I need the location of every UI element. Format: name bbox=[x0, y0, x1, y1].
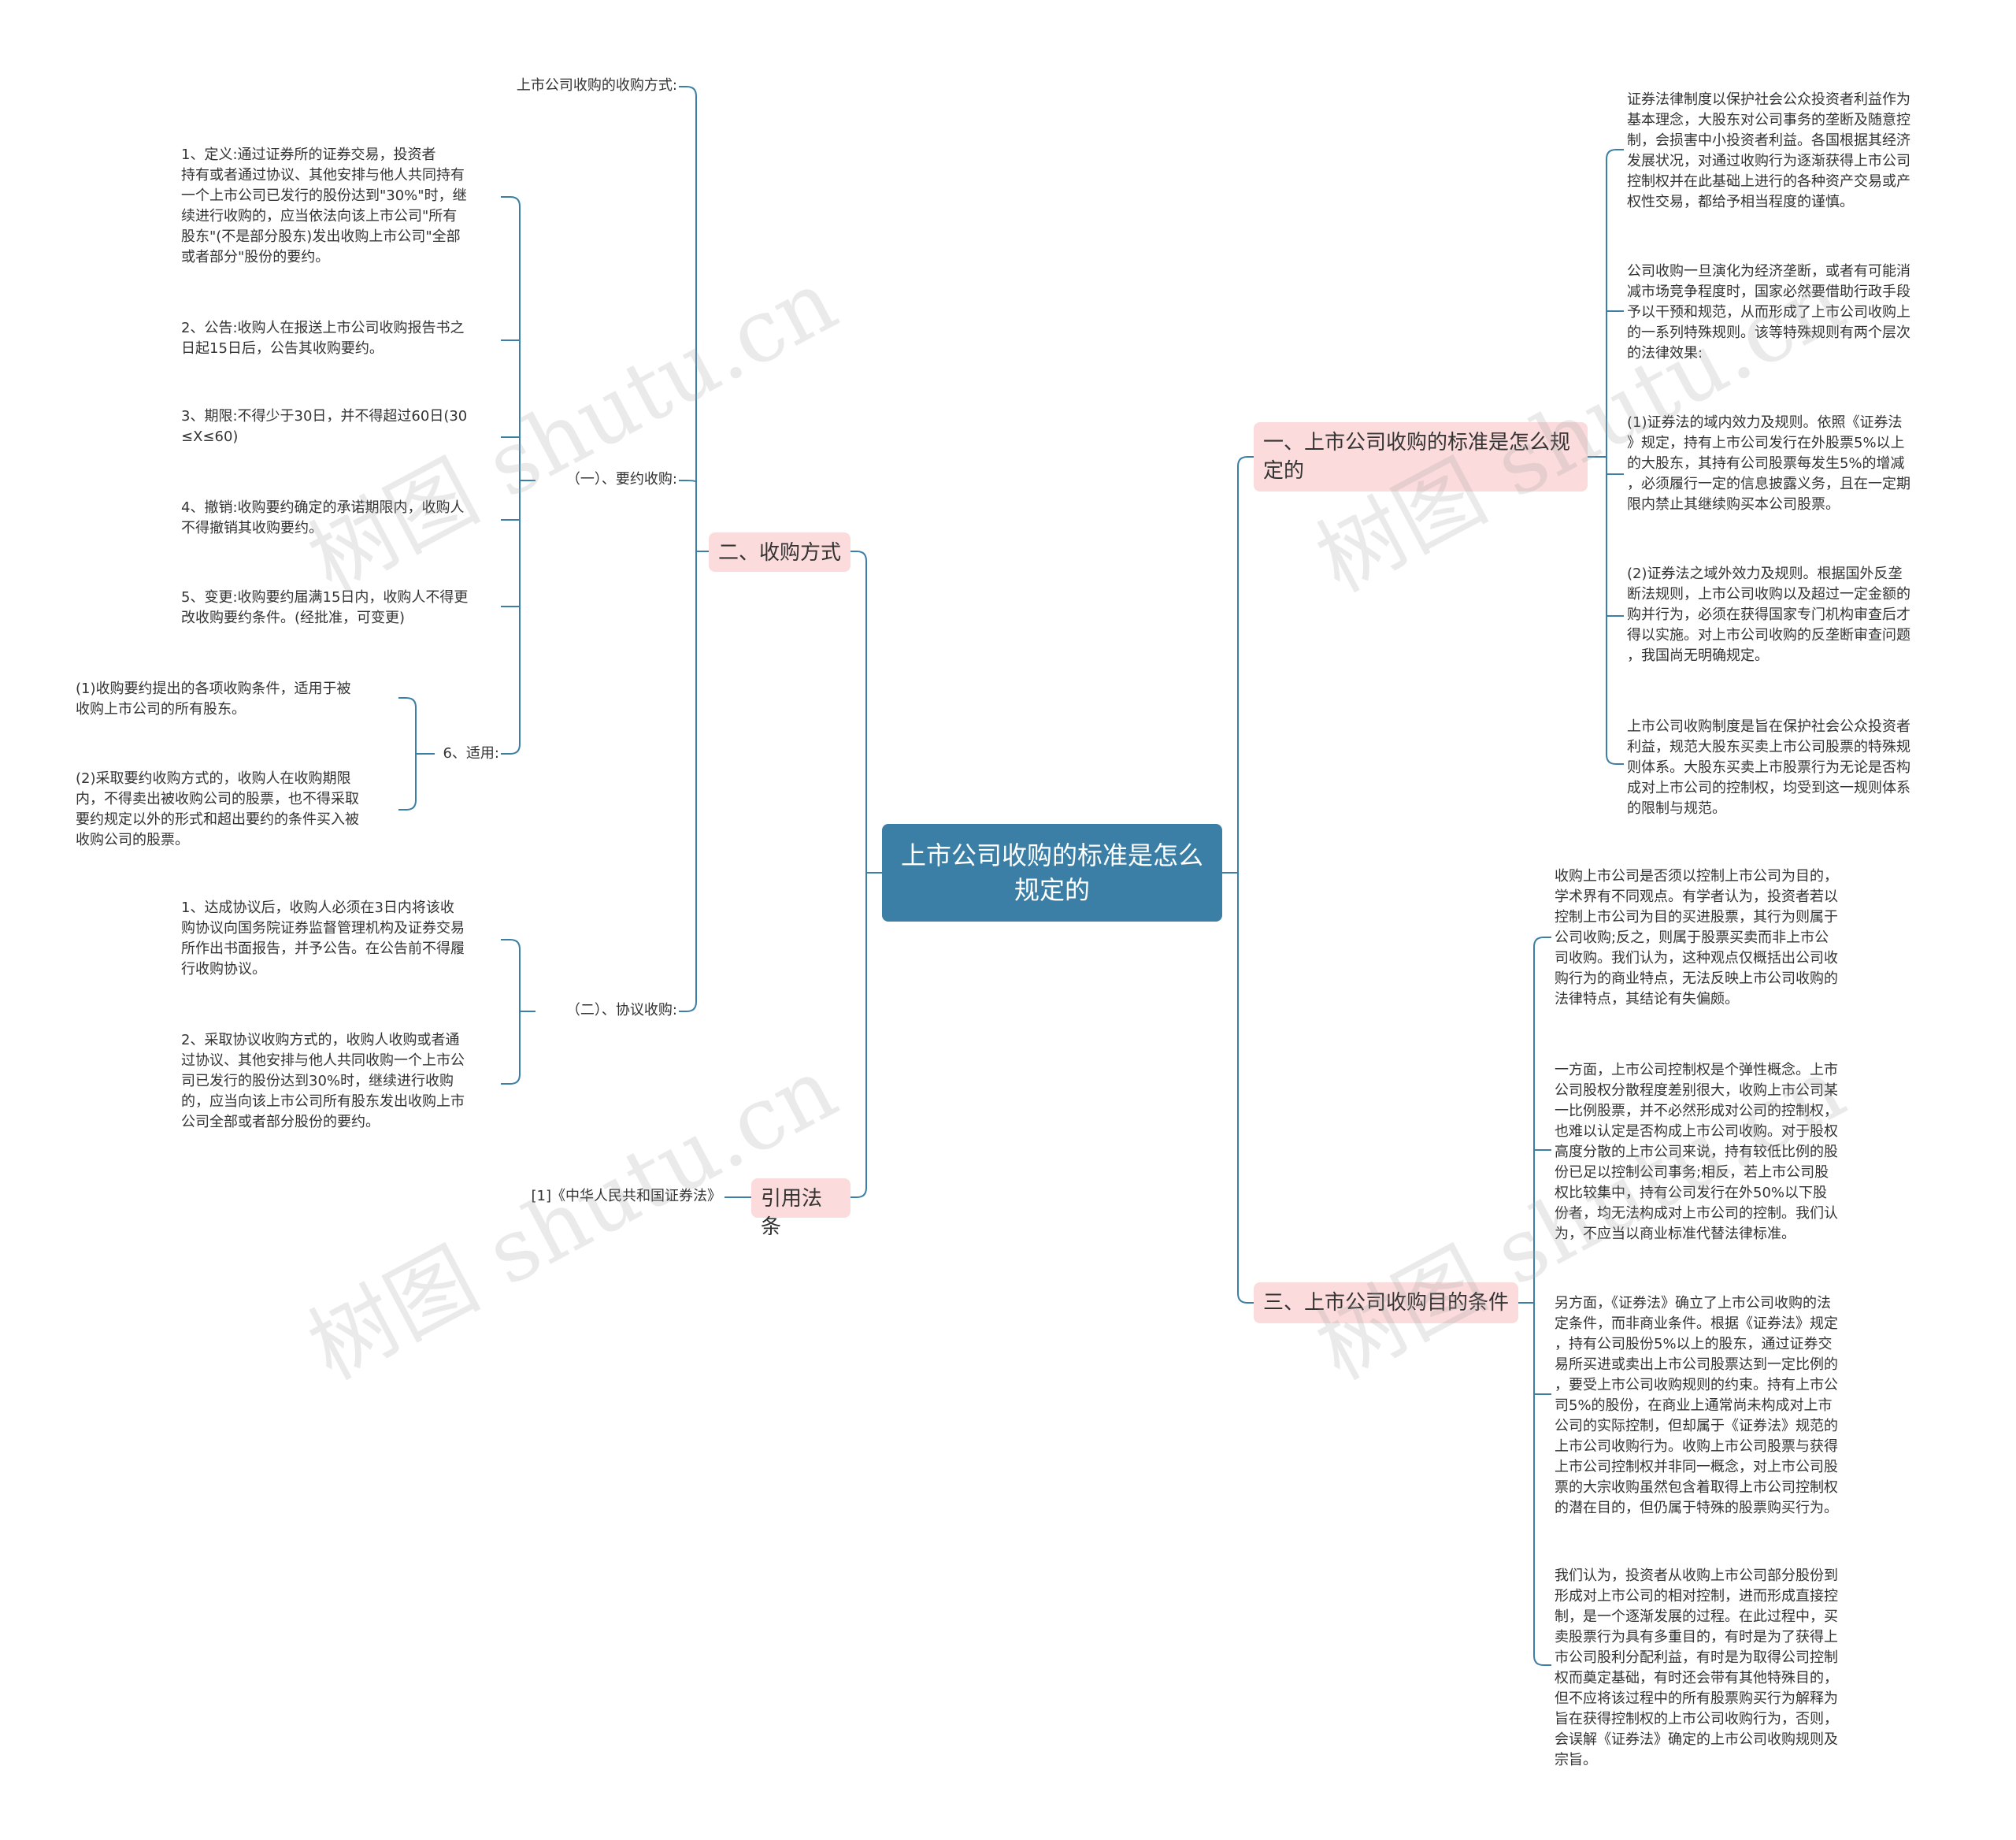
offer-item-change: 5、变更:收购要约届满15日内，收购人不得更 改收购要约条件。(经批准，可变更) bbox=[181, 589, 469, 626]
offer-item-revocation: 4、撤销:收购要约确定的承诺期限内，收购人 不得撤销其收购要约。 bbox=[181, 499, 465, 536]
standard-item-5: 上市公司收购制度是旨在保护社会公众投资者 利益，规范大股东买卖上市公司股票的特殊… bbox=[1627, 718, 1910, 817]
topic-acquisition-purpose[interactable]: 三、上市公司收购目的条件 bbox=[1254, 1282, 1518, 1323]
agreement-item-2: 2、采取协议收购方式的，收购人收购或者通 过协议、其他安排与他人共同收购一个上市… bbox=[181, 1032, 465, 1130]
connector-root-b3 bbox=[1237, 873, 1254, 1304]
agreement-acquisition-label: （二）、协议收购: bbox=[565, 1002, 677, 1018]
offer-item-period: 3、期限:不得少于30日，并不得超过60日(30 ≤X≤60) bbox=[181, 408, 468, 445]
connector-root-b1 bbox=[1222, 456, 1254, 874]
apply-item-1: (1)收购要约提出的各项收购条件，适用于被 收购上市公司的所有股东。 bbox=[76, 681, 351, 718]
apply-item-2: (2)采取要约收购方式的，收购人在收购期限 内，不得卖出被收购公司的股票，也不得… bbox=[76, 770, 359, 848]
root-topic[interactable]: 上市公司收购的标准是怎么规定的 bbox=[882, 824, 1222, 922]
topic-acquisition-methods[interactable]: 二、收购方式 bbox=[709, 532, 850, 572]
connector-b2-children bbox=[679, 86, 709, 552]
acquisition-methods-intro: 上市公司收购的收购方式: bbox=[516, 77, 677, 94]
offer-item-definition: 1、定义:通过证券所的证券交易，投资者 持有或者通过协议、其他安排与他人共同持有… bbox=[181, 147, 467, 265]
connector-agreement-items bbox=[501, 939, 536, 1012]
purpose-item-2: 一方面，上市公司控制权是个弹性概念。上市 公司股权分散程度差别很大，收购上市公司… bbox=[1555, 1062, 1838, 1242]
topic-acquisition-standard[interactable]: 一、上市公司收购的标准是怎么规 定的 bbox=[1254, 422, 1588, 492]
topic-cited-law[interactable]: 引用法条 bbox=[751, 1178, 850, 1239]
purpose-item-1: 收购上市公司是否须以控制上市公司为目的， 学术界有不同观点。有学者认为，投资者若… bbox=[1555, 868, 1838, 1007]
standard-item-1: 证券法律制度以保护社会公众投资者利益作为 基本理念，大股东对公司事务的垄断及随意… bbox=[1627, 91, 1910, 210]
standard-item-2: 公司收购一旦演化为经济垄断，或者有可能消 减市场竞争程度时，国家必然要借助行政手… bbox=[1627, 263, 1910, 362]
connector-offer-items bbox=[501, 196, 536, 481]
offer-item-announcement: 2、公告:收购人在报送上市公司收购报告书之 日起15日后，公告其收购要约。 bbox=[181, 320, 465, 357]
connector-b3-items bbox=[1518, 937, 1551, 1304]
connector-root-law bbox=[850, 873, 867, 1198]
connector-root-b2 bbox=[850, 551, 882, 874]
standard-item-4: (2)证券法之域外效力及规则。根据国外反垄 断法规则，上市公司收购以及超过一定金… bbox=[1627, 566, 1910, 664]
purpose-item-3: 另方面，《证券法》确立了上市公司收购的法 定条件，而非商业条件。根据《证券法》规… bbox=[1555, 1295, 1838, 1516]
connector-b1-items bbox=[1588, 149, 1624, 458]
agreement-item-1: 1、达成协议后，收购人必须在3日内将该收 购协议向国务院证券监督管理机构及证券交… bbox=[181, 900, 465, 978]
offer-apply-label: 6、适用: bbox=[443, 745, 499, 762]
offer-acquisition-label: （一）、要约收购: bbox=[565, 471, 677, 488]
standard-item-3: (1)证券法的域内效力及规则。依照《证券法 》规定，持有上市公司发行在外股票5%… bbox=[1627, 414, 1910, 513]
purpose-item-4: 我们认为，投资者从收购上市公司部分股份到 形成对上市公司的相对控制，进而形成直接… bbox=[1555, 1567, 1838, 1768]
cited-law-item: [1]《中华人民共和国证券法》 bbox=[531, 1188, 722, 1204]
connector-apply-items bbox=[398, 697, 435, 755]
